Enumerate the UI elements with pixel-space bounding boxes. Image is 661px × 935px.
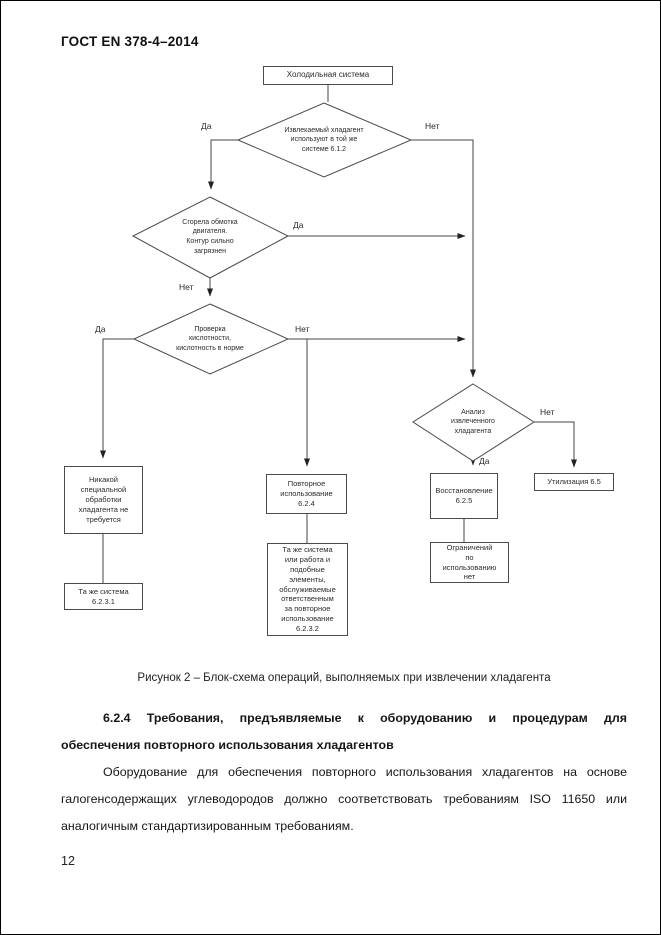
node-start: Холодильная система (263, 66, 393, 85)
node-same-system-2: Та же система или работа и подобные элем… (267, 543, 348, 636)
section-text: 6.2.4 Требования, предъявляемые к оборуд… (61, 705, 627, 840)
page-number: 12 (61, 854, 75, 868)
node-reuse: Повторное использование 6.2.4 (266, 474, 347, 514)
document-title: ГОСТ EN 378-4–2014 (61, 34, 199, 49)
figure-caption: Рисунок 2 – Блок-схема операций, выполня… (137, 672, 551, 684)
edge-label-d3-yes: Да (95, 324, 106, 334)
section-body-line-2: галогенсодержащих углеводородов должно с… (61, 792, 627, 806)
section-heading-line-1: 6.2.4 Требования, предъявляемые к оборуд… (103, 711, 627, 725)
node-no-restrictions: Ограничений по использованию нет (430, 542, 509, 583)
edge-label-d1-yes: Да (201, 121, 212, 131)
connector-d4-no (534, 421, 577, 468)
node-disposal: Утилизация 6.5 (534, 473, 614, 491)
decision-same-system-shape (236, 102, 413, 178)
section-heading-line-2: обеспечения повторного использования хла… (61, 738, 394, 752)
section-body-line-3: аналогичным стандартизированным требован… (61, 819, 354, 833)
edge-label-d4-no: Нет (540, 407, 555, 417)
edge-label-d2-no: Нет (179, 282, 194, 292)
decision-acidity-shape (132, 303, 290, 375)
node-same-system-1: Та же система 6.2.3.1 (64, 583, 143, 610)
connector-d1-yes (208, 139, 238, 190)
connector-d3-yes (100, 338, 134, 459)
connector-d1-no (411, 139, 476, 378)
node-no-treatment: Никакой специальной обработки хладагента… (64, 466, 143, 534)
edge-label-d2-yes: Да (293, 220, 304, 230)
decision-analysis-shape (412, 383, 535, 462)
node-recovery: Восстановление 6.2.5 (430, 473, 498, 519)
decision-motor-burnout-shape (131, 196, 290, 279)
section-body-line-1: Оборудование для обеспечения повторного … (103, 765, 627, 779)
edge-label-d4-yes: Да (479, 456, 490, 466)
edge-label-d1-no: Нет (425, 121, 440, 131)
flowchart-diagram (100, 84, 577, 583)
edge-label-d3-no: Нет (295, 324, 310, 334)
